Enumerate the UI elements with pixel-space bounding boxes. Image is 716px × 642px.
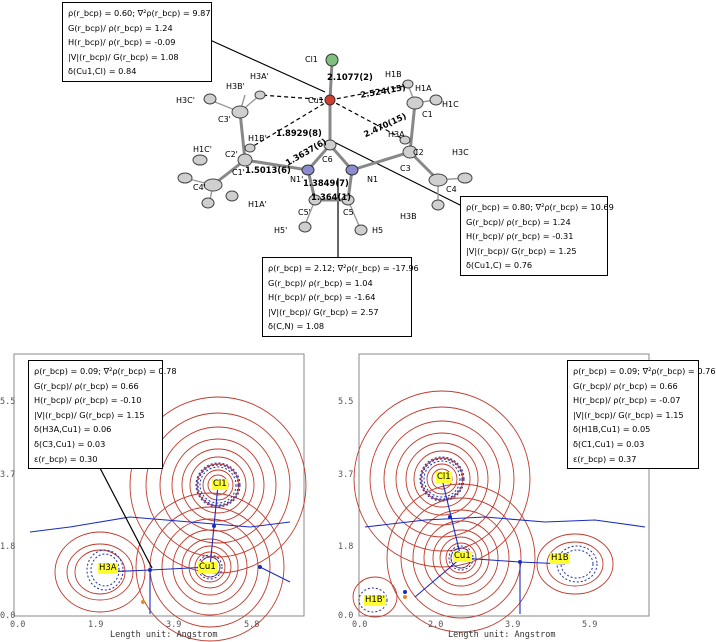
atom-label-cl1: Cl1 xyxy=(305,55,318,64)
atom-label-h1bp: H1B' xyxy=(248,134,267,143)
atom-label-h3c: H3C xyxy=(452,148,469,157)
contour-plot-left xyxy=(13,353,307,642)
atom-label-h3ap: H3A' xyxy=(250,72,269,81)
atom-tag-cl1: Cl1 xyxy=(436,472,452,483)
atom-label-h3bp: H3B' xyxy=(226,82,245,91)
info-line: H(r_bcp)/ ρ(r_bcp) = -0.10 xyxy=(34,395,142,406)
atom-label-h3b: H3B xyxy=(400,212,417,221)
bond-length-n1p-c5p: 1.3849(7) xyxy=(303,178,349,188)
atom-label-h1b: H1B xyxy=(385,70,402,79)
atom-tag-cu1: Cu1 xyxy=(198,562,217,573)
bond-length-cu-cl: 2.1077(2) xyxy=(327,72,373,82)
y-tick: 5.5 xyxy=(0,397,16,407)
info-line: δ(C3,Cu1) = 0.03 xyxy=(34,438,106,449)
info-box-cu-c: ρ(r_bcp) = 0.80; ∇²ρ(r_bcp) = 10.69 G(r_… xyxy=(460,196,614,276)
info-box-h1b-cu: ρ(r_bcp) = 0.09; ∇²ρ(r_bcp) = 0.76 G(r_b… xyxy=(567,360,716,469)
info-line: ε(r_bcp) = 0.30 xyxy=(34,453,98,464)
atom-label-c4: C4 xyxy=(446,185,457,194)
atom-label-c2p: C2' xyxy=(225,150,238,159)
y-tick: 5.5 xyxy=(338,397,354,407)
info-line: δ(Cu1,C) = 0.76 xyxy=(466,260,533,271)
bond-length-cu-c6: 1.8929(8) xyxy=(276,128,322,138)
atom-tag-h1bp: H1B' xyxy=(364,595,386,606)
y-tick: 1.8 xyxy=(0,542,16,552)
length-unit-label: Length unit: Angstrom xyxy=(110,630,218,640)
info-line: ρ(r_bcp) = 2.12; ∇²ρ(r_bcp) = -17.96 xyxy=(268,263,419,273)
info-box-c-n: ρ(r_bcp) = 2.12; ∇²ρ(r_bcp) = -17.96 G(r… xyxy=(262,257,419,337)
atom-label-h3a: H3A xyxy=(388,130,405,139)
info-line: ρ(r_bcp) = 0.60; ∇²ρ(r_bcp) = 9.87 xyxy=(68,8,211,18)
bond-length-c5-c5p: 1.364(1) xyxy=(311,192,351,202)
info-line: |V|(r_bcp)/ G(r_bcp) = 2.57 xyxy=(268,306,379,317)
info-line: δ(Cu1,Cl) = 0.84 xyxy=(68,66,137,77)
x-tick: 1.9 xyxy=(88,620,104,630)
y-tick: 0.0 xyxy=(0,611,16,621)
info-line: H(r_bcp)/ ρ(r_bcp) = -0.07 xyxy=(573,395,681,406)
info-line: G(r_bcp)/ ρ(r_bcp) = 1.24 xyxy=(68,22,173,33)
atom-label-h5p: H5' xyxy=(274,226,288,235)
info-line: |V|(r_bcp)/ G(r_bcp) = 1.25 xyxy=(466,245,577,256)
info-line: H(r_bcp)/ ρ(r_bcp) = -0.31 xyxy=(466,231,574,242)
atom-label-c3: C3 xyxy=(400,164,411,173)
info-line: H(r_bcp)/ ρ(r_bcp) = -1.64 xyxy=(268,292,376,303)
atom-label-h5: H5 xyxy=(372,226,384,235)
x-tick: 3.9 xyxy=(505,620,521,630)
info-line: δ(H1B,Cu1) = 0.05 xyxy=(573,424,651,435)
info-line: |V|(r_bcp)/ G(r_bcp) = 1.15 xyxy=(573,409,684,420)
atom-label-c4p: C4' xyxy=(193,183,206,192)
atom-tag-h1b: H1B xyxy=(550,553,570,564)
info-box-h3a-cu: ρ(r_bcp) = 0.09; ∇²ρ(r_bcp) = 0.78 G(r_b… xyxy=(28,360,177,469)
atom-label-n1p: N1' xyxy=(290,175,304,184)
atom-label-c1p: C1' xyxy=(232,168,245,177)
atom-label-c5: C5 xyxy=(343,208,354,217)
x-tick: 0.0 xyxy=(352,620,368,630)
info-line: ρ(r_bcp) = 0.80; ∇²ρ(r_bcp) = 10.69 xyxy=(466,202,614,212)
x-tick: 0.0 xyxy=(10,620,26,630)
atom-label-h1cp: H1C' xyxy=(193,145,212,154)
atom-label-h1c: H1C xyxy=(442,100,459,109)
info-box-cu-cl: ρ(r_bcp) = 0.60; ∇²ρ(r_bcp) = 9.87 G(r_b… xyxy=(62,2,212,82)
atom-label-c3p: C3' xyxy=(218,115,231,124)
info-line: ρ(r_bcp) = 0.09; ∇²ρ(r_bcp) = 0.78 xyxy=(34,366,177,376)
info-line: |V|(r_bcp)/ G(r_bcp) = 1.08 xyxy=(68,51,179,62)
length-unit-label: Length unit: Angstrom xyxy=(448,630,556,640)
atom-label-c2: C2 xyxy=(413,148,424,157)
x-tick: 5.8 xyxy=(244,620,260,630)
info-line: H(r_bcp)/ ρ(r_bcp) = -0.09 xyxy=(68,37,176,48)
info-line: ε(r_bcp) = 0.37 xyxy=(573,453,637,464)
atom-label-h1ap: H1A' xyxy=(248,200,267,209)
y-tick: 3.7 xyxy=(0,470,16,480)
atom-label-n1: N1 xyxy=(367,175,379,184)
y-tick: 1.8 xyxy=(338,542,354,552)
x-tick: 2.0 xyxy=(428,620,444,630)
bond-length-n1p-c2p: 1.5013(6) xyxy=(245,165,291,175)
y-tick: 0.0 xyxy=(338,611,354,621)
atom-label-h1a: H1A xyxy=(415,84,432,93)
info-line: G(r_bcp)/ ρ(r_bcp) = 1.24 xyxy=(466,216,571,227)
atom-tag-h3a: H3A xyxy=(98,563,118,574)
atom-tag-cl1: Cl1 xyxy=(212,479,228,490)
atom-tag-cu1: Cu1 xyxy=(453,551,472,562)
atom-label-h3cp: H3C' xyxy=(176,96,195,105)
info-line: δ(C1,Cu1) = 0.03 xyxy=(573,438,645,449)
info-line: δ(C,N) = 1.08 xyxy=(268,321,325,332)
atom-label-c6: C6 xyxy=(322,155,333,164)
info-line: |V|(r_bcp)/ G(r_bcp) = 1.15 xyxy=(34,409,145,420)
info-line: G(r_bcp)/ ρ(r_bcp) = 1.04 xyxy=(268,277,373,288)
x-tick: 3.9 xyxy=(166,620,182,630)
atom-label-c5p: C5' xyxy=(298,208,311,217)
molecule-drawing xyxy=(177,39,473,258)
info-line: G(r_bcp)/ ρ(r_bcp) = 0.66 xyxy=(34,380,139,391)
y-tick: 3.7 xyxy=(338,470,354,480)
info-line: ρ(r_bcp) = 0.09; ∇²ρ(r_bcp) = 0.76 xyxy=(573,366,716,376)
info-line: G(r_bcp)/ ρ(r_bcp) = 0.66 xyxy=(573,380,678,391)
x-tick: 5.9 xyxy=(582,620,598,630)
atom-label-cu1: Cu1 xyxy=(308,96,324,105)
atom-label-c1: C1 xyxy=(422,110,433,119)
info-line: δ(H3A,Cu1) = 0.06 xyxy=(34,424,112,435)
